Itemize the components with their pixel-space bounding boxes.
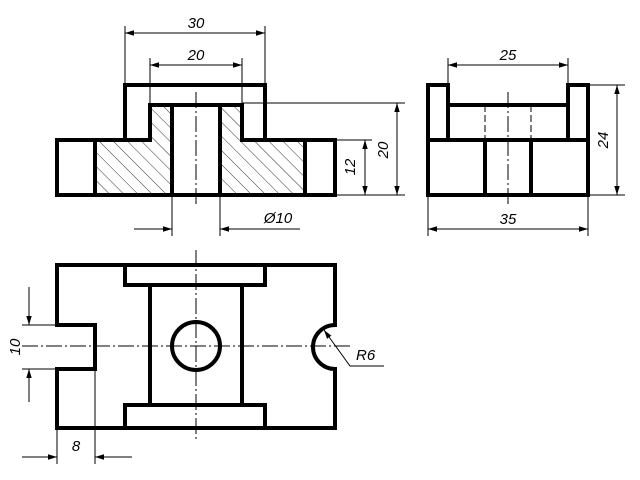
dim-10: 10 xyxy=(7,338,24,355)
top-flange xyxy=(123,263,267,287)
side-view-outline xyxy=(426,83,590,197)
front-view: 30 20 20 12 Ø10 xyxy=(55,15,405,236)
dim-r6: R6 xyxy=(356,347,376,364)
dim-diameter-10: Ø10 xyxy=(263,210,293,227)
radius-leader xyxy=(323,329,384,367)
dim-25: 25 xyxy=(499,47,517,64)
top-view: 10 8 R6 xyxy=(7,250,384,464)
top-view-outline xyxy=(55,263,337,430)
bottom-flange xyxy=(123,403,267,430)
dim-35: 35 xyxy=(500,211,517,228)
dim-20-top: 20 xyxy=(187,47,205,64)
dim-8: 8 xyxy=(72,438,81,455)
front-view-inner-step xyxy=(125,103,265,142)
dim-20-right: 20 xyxy=(375,141,392,159)
dim-12: 12 xyxy=(342,158,359,175)
dim-24: 24 xyxy=(595,132,612,150)
side-view: 25 24 35 xyxy=(426,47,625,236)
section-hatch-left xyxy=(95,105,170,195)
section-hatch-right xyxy=(222,105,305,195)
dim-30: 30 xyxy=(188,15,205,32)
